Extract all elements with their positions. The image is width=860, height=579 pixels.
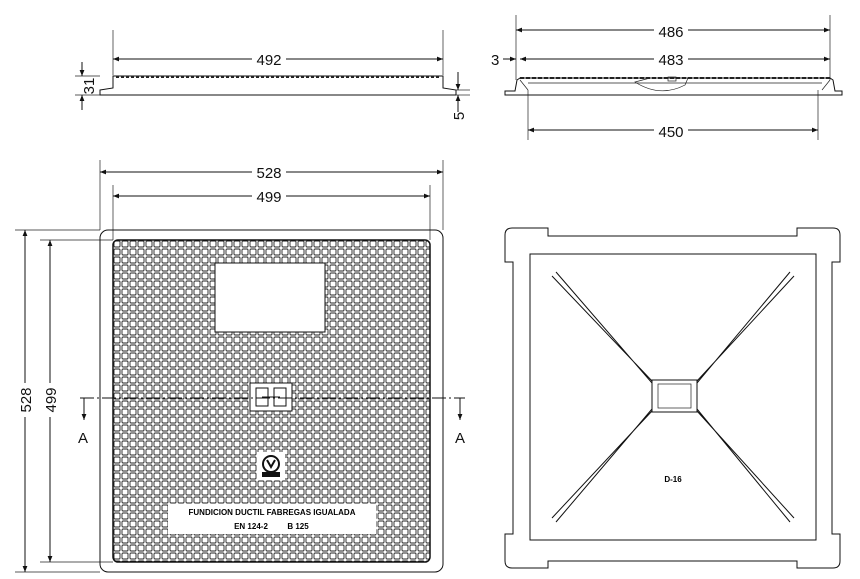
dimension-label-499-vertical: 499 — [43, 387, 60, 412]
section-label-a-left: A — [78, 430, 88, 447]
side-view-left: 492 31 5 — [75, 30, 470, 120]
dimension-label-528-horizontal: 528 — [256, 165, 281, 182]
underside-mark: D-16 — [664, 475, 682, 484]
dimension-label-492: 492 — [256, 52, 281, 69]
dimension-label-5: 5 — [451, 112, 468, 120]
manufacturer-logo-icon — [257, 452, 285, 480]
side-view-right: 486 483 3 450 — [491, 15, 843, 141]
cover-text-manufacturer: FUNDICION DUCTIL FABREGAS IGUALADA — [189, 508, 356, 517]
lifting-handle-icon — [255, 387, 287, 407]
dimension-label-31: 31 — [81, 78, 98, 95]
cover-text-standard: EN 124-2 — [234, 522, 268, 531]
cover-text-class: B 125 — [287, 522, 309, 531]
plan-view-top: 528 499 528 499 A A — [15, 160, 465, 573]
cover-blank-panel — [214, 262, 326, 333]
dimension-label-450: 450 — [658, 124, 683, 141]
dimension-label-3: 3 — [491, 52, 499, 69]
dimension-label-486: 486 — [658, 24, 683, 41]
dimension-label-528-vertical: 528 — [18, 387, 35, 412]
underside-view: D-16 — [504, 227, 841, 569]
dimension-label-499-horizontal: 499 — [256, 189, 281, 206]
section-label-a-right: A — [455, 430, 465, 447]
dimension-label-483: 483 — [658, 52, 683, 69]
